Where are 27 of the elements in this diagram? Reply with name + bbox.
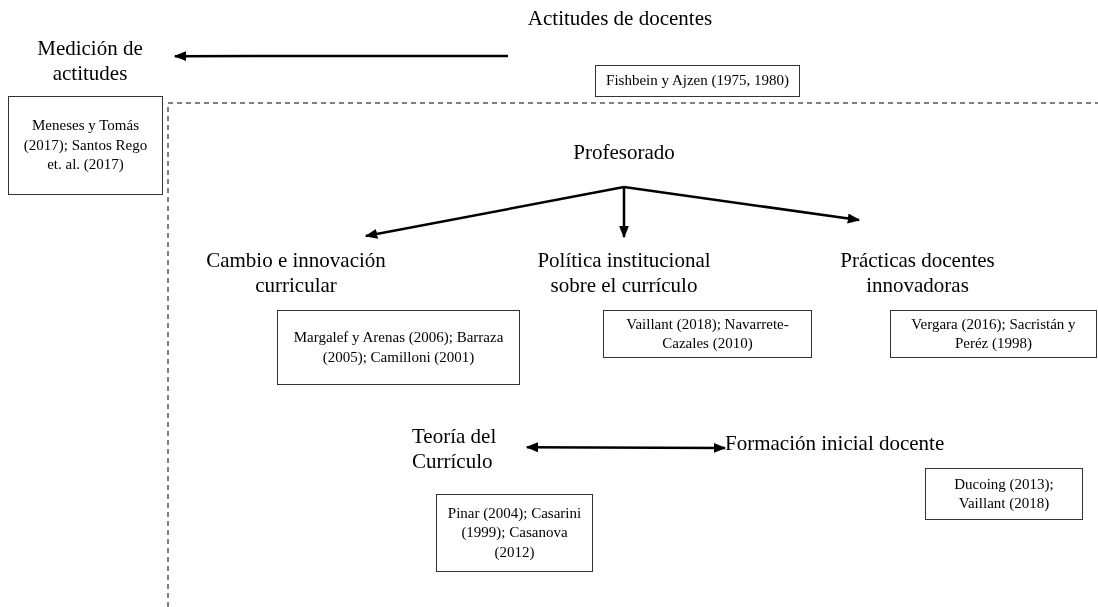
- arrow: [173, 51, 508, 62]
- topic-heading: Política institucional sobre el currículo: [536, 248, 712, 299]
- reference-text: Margalef y Arenas (2006); Barraza (2005); Camilloni (2001): [292, 328, 505, 367]
- reference-box: [603, 310, 812, 358]
- reference-box: [595, 65, 800, 97]
- topic-heading: Teoría del Currículo: [412, 424, 498, 475]
- reference-box: [890, 310, 1097, 358]
- reference-box: [436, 494, 593, 572]
- arrow: [619, 187, 629, 239]
- arrow: [364, 185, 625, 239]
- topic-heading: Profesorado: [572, 140, 676, 166]
- topic-heading: Cambio e innovación curricular: [205, 248, 387, 299]
- reference-text: Vaillant (2018); Navarrete-Cazales (2010): [625, 314, 790, 353]
- reference-text: Pinar (2004); Casarini (1999); Casanova (2012): [446, 503, 583, 562]
- reference-box: [925, 468, 1083, 520]
- reference-text: Vergara (2016); Sacristán y Peréz (1998): [910, 314, 1077, 353]
- arrow: [623, 185, 861, 224]
- topic-heading: Formación inicial docente: [725, 431, 946, 457]
- reference-text: Meneses y Tomás (2017); Santos Rego et. al. (2017): [22, 116, 149, 175]
- topic-heading: Prácticas docentes innovadoras: [839, 248, 996, 299]
- reference-text: Ducoing (2013); Vaillant (2018): [953, 474, 1055, 513]
- reference-text: Fishbein y Ajzen (1975, 1980): [605, 71, 790, 91]
- topic-heading: Medición de actitudes: [36, 36, 144, 87]
- arrow: [525, 442, 727, 453]
- topic-heading: Actitudes de docentes: [526, 6, 714, 32]
- reference-box: [277, 310, 520, 385]
- reference-box: [8, 96, 163, 195]
